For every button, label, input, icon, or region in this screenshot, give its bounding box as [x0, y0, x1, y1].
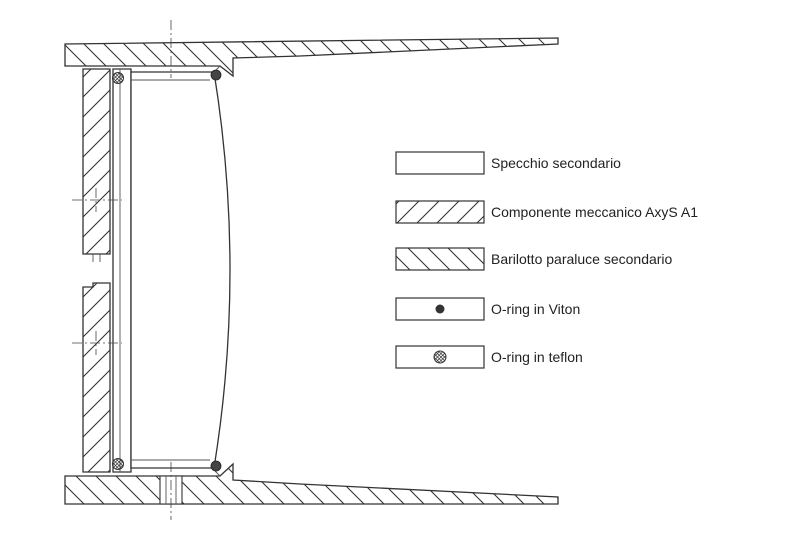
legend-label-teflon: O-ring in teflon [491, 349, 583, 365]
crosshatch-dot-icon [433, 350, 447, 364]
legend-label-mirror: Specchio secondario [491, 155, 621, 171]
axys-component [82, 68, 132, 473]
legend-label-axys: Componente meccanico AxyS A1 [491, 204, 698, 220]
legend-swatch-hatch-forward [395, 200, 485, 224]
legend-item-teflon: O-ring in teflon [395, 345, 583, 369]
center-lines [72, 20, 172, 520]
oring-viton-bottom [210, 460, 222, 472]
legend-item-viton: O-ring in Viton [395, 297, 580, 321]
legend-item-mirror: Specchio secondario [395, 151, 621, 175]
legend: Specchio secondario Componente meccanico… [395, 151, 698, 369]
oring-teflon-bottom [112, 458, 124, 470]
solid-dot-icon [435, 304, 445, 314]
legend-label-barrel: Barilotto paraluce secondario [491, 251, 673, 267]
legend-item-barrel: Barilotto paraluce secondario [395, 247, 673, 271]
legend-item-axys: Componente meccanico AxyS A1 [395, 200, 698, 224]
oring-teflon-top [112, 72, 124, 84]
legend-label-viton: O-ring in Viton [491, 301, 580, 317]
barrel-top [64, 37, 559, 78]
legend-swatch-hatch-backward [395, 247, 485, 271]
barrel-bottom [64, 462, 559, 505]
secondary-mirror [130, 71, 231, 469]
legend-swatch-plain [395, 151, 485, 175]
oring-viton-top [210, 69, 222, 81]
